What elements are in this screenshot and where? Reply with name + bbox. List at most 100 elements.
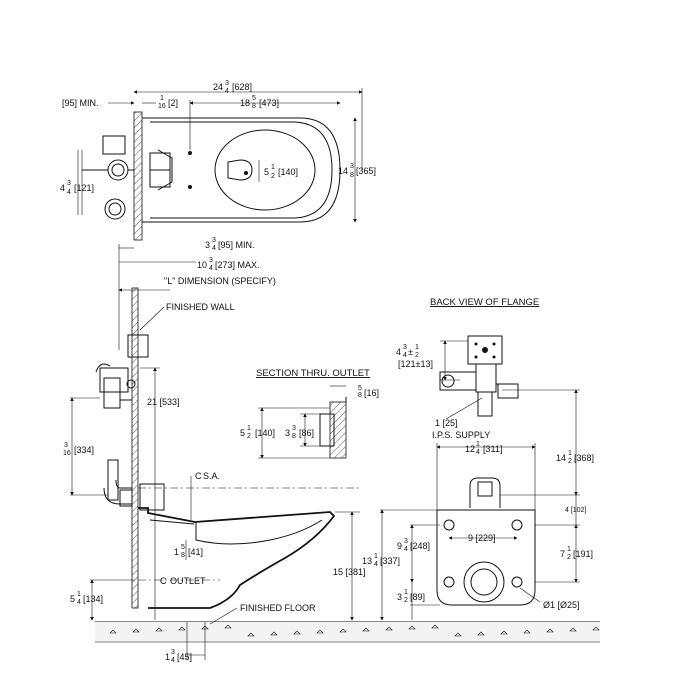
- top-width-whole: 14: [338, 166, 348, 176]
- floor-mark: [477, 631, 485, 636]
- top-view: 24 3 4 [628] [95] MIN. 1 16 [2] 18 5 8 […: [60, 80, 376, 241]
- top-width-mm: [365]: [356, 166, 376, 176]
- top-width-num: 3: [350, 163, 354, 170]
- h1b-mm: [45]: [177, 652, 192, 662]
- top-outlet-mm: [140]: [278, 167, 298, 177]
- h5-num: 1: [77, 591, 81, 598]
- back-h3-whole: 3: [397, 592, 402, 602]
- side-supply-riser: [107, 459, 119, 501]
- section-outer-num: 1: [247, 425, 251, 432]
- back-width-mm: [311]: [483, 444, 502, 454]
- top-valve-whole: 4: [60, 183, 65, 193]
- section-view: SECTION THRU. OUTLET 5 8 [16] 5 1 2 [140…: [240, 368, 379, 459]
- back-valve-den: 4: [403, 352, 407, 359]
- floor-mark: [316, 629, 324, 634]
- back-h3-mm: [89]: [410, 592, 425, 602]
- back-h13-num: 1: [374, 553, 378, 560]
- back-valve-tol-num: 1: [415, 344, 419, 351]
- h5-mm: [134]: [83, 594, 103, 604]
- back-hole: Ø1 [Ø25]: [543, 600, 580, 610]
- top-outlet-whole: 5: [264, 167, 269, 177]
- top-gap-num: 1: [160, 95, 164, 102]
- h1-num: 5: [181, 544, 185, 551]
- h15-label: 15 [381]: [333, 567, 366, 577]
- top-wall: [133, 111, 143, 241]
- top-outlet-num: 1: [271, 164, 275, 171]
- side-valve-body: [99, 367, 129, 393]
- top-min-label: [95] MIN.: [62, 98, 99, 108]
- finished-wall-label: FINISHED WALL: [166, 302, 235, 312]
- back-spud-boss: [469, 477, 501, 508]
- floor-mark: [454, 632, 462, 637]
- back-valve-whole: 4: [396, 347, 401, 357]
- back-h14-whole: 14: [556, 453, 566, 463]
- side-view: FINISHED WALL FINISHED FLOOR C S.A. C OU…: [63, 287, 600, 664]
- floor-mark: [270, 631, 278, 636]
- floor-mark: [178, 626, 186, 631]
- section-top-num: 5: [358, 385, 362, 392]
- top-bowl-opening: [214, 129, 316, 211]
- back-h7-mm: [191]: [573, 549, 593, 559]
- back-h4: 4 [102]: [565, 507, 586, 514]
- back-view: BACK VIEW OF FLANGE 4 3 4 ± 1 2 [121±13]…: [362, 297, 594, 621]
- back-h9-den: 4: [404, 546, 408, 553]
- section-outer-mm: [140]: [255, 428, 275, 438]
- top-gap-den: 16: [158, 103, 166, 110]
- sa-label: S.A.: [203, 471, 220, 481]
- sa-cl: C: [195, 471, 202, 481]
- h1-whole: 1: [174, 547, 179, 557]
- h1-den: 8: [181, 552, 185, 559]
- back-h13-whole: 13: [362, 556, 372, 566]
- min-whole: 3: [205, 240, 210, 250]
- section-top-den: 8: [358, 392, 362, 399]
- outlet-label: OUTLET: [170, 576, 206, 586]
- back-h13-mm: [337]: [380, 556, 400, 566]
- back-valve-mm: [121±13]: [398, 359, 433, 369]
- floor-mark: [362, 627, 370, 632]
- h21-label: 21 [533]: [147, 397, 180, 407]
- h5-whole: 5: [70, 594, 75, 604]
- l-dimension-block: 3 3 4 [95] MIN. 10 3 4 [273] MAX. "L" DI…: [118, 237, 276, 350]
- floor-mark: [201, 625, 209, 630]
- back-width-num: 1: [476, 441, 480, 448]
- back-width-den: 4: [476, 449, 480, 456]
- back-h3-num: 1: [404, 589, 408, 596]
- section-top-mm: [16]: [364, 388, 379, 398]
- top-length-mm: [473]: [259, 98, 279, 108]
- back-bolt: 9 [229]: [468, 533, 496, 543]
- back-h9-mm: [248]: [410, 541, 430, 551]
- floor-mark: [546, 628, 554, 633]
- back-h9-whole: 9: [397, 541, 402, 551]
- floor-mark: [523, 629, 531, 634]
- floor-mark: [293, 630, 301, 635]
- floor-mark: [132, 628, 140, 633]
- floor-mark: [155, 627, 163, 632]
- top-outlet: [227, 159, 253, 181]
- top-overall-num: 3: [225, 80, 229, 87]
- back-h7-num: 1: [567, 546, 571, 553]
- floor-mark: [247, 632, 255, 637]
- top-valve-body: [102, 135, 126, 155]
- top-outlet-den: 2: [271, 173, 275, 180]
- top-length-num: 5: [252, 95, 256, 102]
- h1b-den: 4: [171, 657, 175, 664]
- back-outlet-inner: [470, 568, 498, 596]
- top-bowl-rim: [150, 121, 333, 219]
- floor-mark: [408, 625, 416, 630]
- h13-den: 16: [63, 450, 71, 457]
- back-h7-whole: 7: [560, 549, 565, 559]
- back-title: BACK VIEW OF FLANGE: [430, 297, 539, 308]
- h1b-num: 3: [171, 649, 175, 656]
- max-mm: [273] MAX.: [215, 260, 260, 270]
- h13-mm: [334]: [74, 445, 94, 455]
- top-valve-mm: [121]: [74, 183, 94, 193]
- l-dimension-label: "L" DIMENSION (SPECIFY): [164, 276, 276, 286]
- section-flange: [329, 401, 347, 459]
- section-inner-num: 3: [292, 425, 296, 432]
- min-mm: [95] MIN.: [218, 240, 255, 250]
- floor-mark: [592, 626, 600, 631]
- top-overall-mm: [628]: [232, 82, 252, 92]
- floor-mark: [224, 624, 232, 629]
- back-h3-den: 2: [404, 597, 408, 604]
